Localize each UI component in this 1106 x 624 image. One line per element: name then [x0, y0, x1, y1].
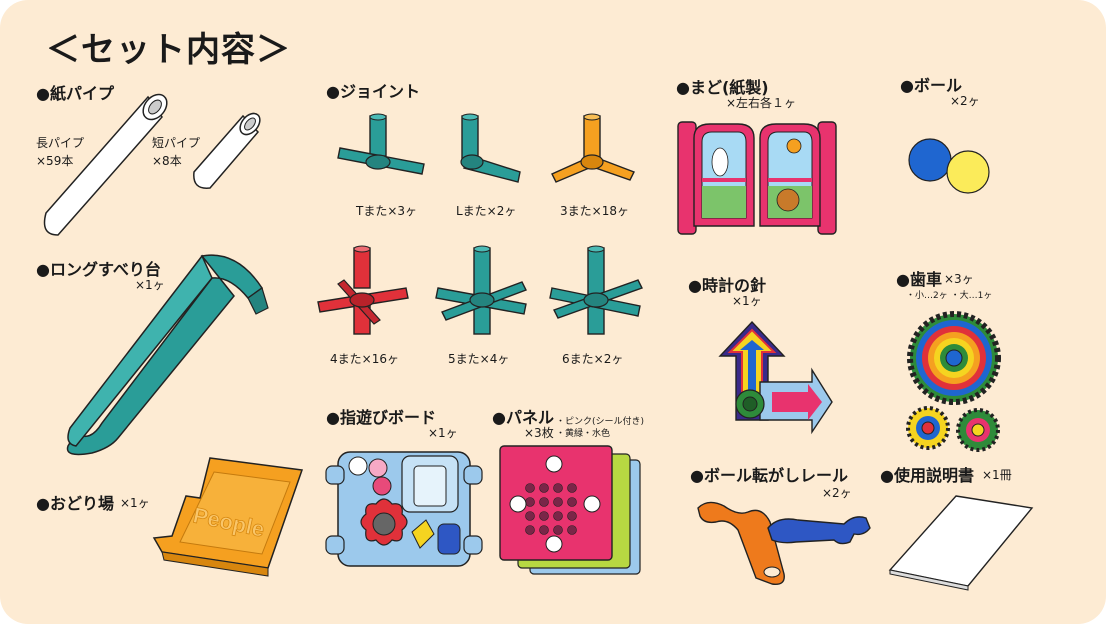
panel-label: ●パネル: [492, 408, 554, 427]
manual-qty: ×1冊: [982, 468, 1012, 482]
gear-qty: ×3ヶ: [944, 272, 974, 286]
ball-rail-illustration: [697, 501, 871, 585]
panel-colors-2: ・黄緑・水色: [556, 429, 611, 439]
l-joint-text: Lまた×2ヶ: [456, 204, 517, 218]
window-illustration: [677, 121, 837, 235]
four-joint-text: 4また×16ヶ: [330, 352, 399, 366]
ball-qty: ×2ヶ: [950, 94, 980, 108]
clock-hand-illustration: [718, 320, 833, 435]
six-joint-text: 6また×2ヶ: [562, 352, 624, 366]
l-joint-illustration: [460, 113, 521, 183]
paper-pipe-label: ●紙パイプ: [36, 84, 114, 103]
panel-colors-1: ・ピンク(シール付き): [556, 417, 645, 427]
t-joint-illustration: [337, 113, 425, 175]
ball-rail-qty: ×2ヶ: [822, 486, 852, 500]
slide-label: ●ロングすべり台: [36, 260, 161, 279]
gears-illustration: [906, 311, 1001, 452]
three-joint-illustration: [551, 113, 635, 183]
landing-qty: ×1ヶ: [120, 496, 150, 510]
panel-illustration: [499, 445, 641, 575]
window-qty: ×左右各１ヶ: [726, 96, 797, 110]
ball-label: ●ボール: [900, 76, 962, 95]
finger-board-qty: ×1ヶ: [428, 426, 458, 440]
four-joint-illustration: [317, 245, 409, 335]
manual-illustration: [888, 495, 1034, 591]
long-pipe-illustration: [43, 93, 168, 236]
short-pipe-qty: ×8本: [152, 154, 182, 168]
panel-qty: ×3枚: [524, 426, 554, 440]
t-joint-text: Tまた×3ヶ: [356, 204, 418, 218]
gear-label: ●歯車: [896, 270, 942, 289]
landing-label: ●おどり場: [36, 494, 114, 513]
slide-qty: ×1ヶ: [135, 278, 165, 292]
ball-rail-label: ●ボール転がしレール: [690, 466, 848, 485]
five-joint-text: 5また×4ヶ: [448, 352, 510, 366]
balls-illustration: [908, 138, 990, 194]
slide-illustration: [66, 254, 269, 456]
short-pipe-illustration: [193, 112, 261, 189]
long-pipe-qty: ×59本: [36, 154, 74, 168]
page-title: ＜セット内容＞: [46, 30, 291, 70]
short-pipe-label: 短パイプ: [152, 136, 201, 150]
gear-sizes: ・小…2ヶ ・大…1ヶ: [906, 291, 993, 301]
three-joint-text: 3また×18ヶ: [560, 204, 629, 218]
joint-label: ●ジョイント: [326, 82, 420, 101]
window-label: ●まど(紙製): [676, 78, 769, 97]
finger-board-illustration: [325, 451, 483, 567]
landing-illustration: People: [152, 457, 304, 577]
clock-hand-qty: ×1ヶ: [732, 294, 762, 308]
six-joint-illustration: [549, 245, 643, 335]
five-joint-illustration: [435, 245, 527, 335]
clock-hand-label: ●時計の針: [688, 276, 766, 295]
finger-board-label: ●指遊びボード: [326, 408, 436, 427]
long-pipe-label: 長パイプ: [36, 136, 85, 150]
manual-label: ●使用説明書: [880, 466, 974, 485]
